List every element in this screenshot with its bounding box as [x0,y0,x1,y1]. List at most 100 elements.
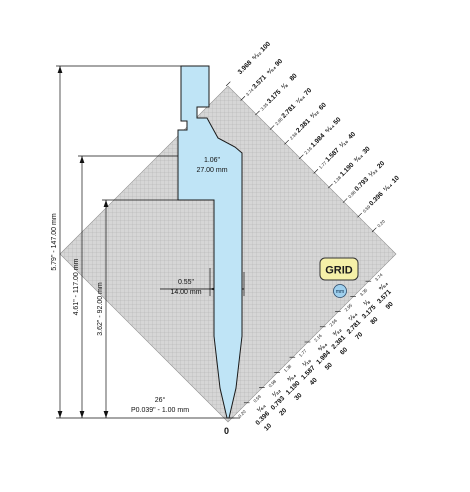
scale-lower-label: 0.59 [252,394,262,404]
tip-radius: P0.039" - 1.00 mm [131,407,189,414]
grid-badge: GRID [319,257,359,281]
scale-lower-label: 70 [354,331,364,341]
scale-upper-label: ¹⁄₃₂ [368,167,380,179]
height-total: 5.79" - 147.00 mm [51,213,58,271]
scale-lower-label: ¹⁄₃₂ [271,387,283,399]
scale-tick [284,139,289,145]
scale-lower-label: 50 [324,361,334,371]
scale-upper-label: 2.56 [289,131,299,141]
scale-upper-label: 1.984 [310,132,327,149]
scale-lower-label: 3.35 [359,287,369,297]
scale-upper-label: 2.381 [295,118,312,135]
scale-lower-label: 0.98 [268,378,278,388]
scale-upper-label: 1.38 [333,175,343,185]
scale-tick [365,280,372,282]
scale-tick [255,110,260,116]
scale-tick [225,81,231,87]
scale-tick [371,227,377,233]
scale-upper-label: 3.571 [251,74,268,91]
tip-width-mm: 14.00 mm [170,289,201,296]
scale-tick [319,326,326,328]
tip-width-in: 0.55" [178,279,195,286]
scale-lower-label: 3.74 [374,272,384,282]
height-mid: 4.61" - 117.00 mm [73,258,80,315]
scale-upper-label: 60 [318,101,328,111]
scale-tick [274,372,280,373]
scale-upper-label: 50 [332,116,342,126]
scale-upper-label: ³⁄₆₄ [353,152,365,164]
tip-angle: 26° [155,396,166,404]
scale-upper-label: ¹⁄₁₆ [338,138,349,149]
scale-tick [335,311,341,312]
scale-lower-label: 2.56 [328,318,338,328]
grid-badge-label: GRID [325,265,353,277]
scale-tick [243,402,250,404]
scale-tick [269,125,275,130]
scale-lower-label: 60 [339,346,349,356]
scale-upper-label: 0.396 [368,191,385,208]
scale-tick [298,154,304,160]
zero-marker: 0 [224,426,229,436]
punch-profile [177,65,243,419]
top-width-mm: 27.00 mm [196,167,227,174]
scale-upper-label: 90 [274,58,284,68]
scale-upper-label: 20 [376,160,386,170]
scale-lower-label: 2.16 [313,333,323,343]
scale-tick [328,183,333,189]
scale-lower-label: ¹⁄₆₄ [256,402,268,414]
scale-tick [304,341,311,343]
scale-upper-label: 2.781 [281,103,298,120]
scale-upper-label: 1.190 [339,161,356,178]
scale-upper-label: 30 [362,145,372,155]
scale-lower-label: ³⁄₆₄ [286,372,298,384]
scale-upper-label: 80 [289,72,299,82]
scale-upper-label: 2.95 [274,116,284,126]
scale-lower-label: 20 [278,407,288,417]
scale-upper-label: 3.74 [245,87,255,97]
scale-tick [350,296,356,297]
scale-tick [228,417,235,419]
scale-upper-label: 100 [259,40,272,53]
scale-lower-label: 2.95 [344,302,354,312]
scale-upper-label: 0.59 [362,204,372,214]
scale-tick [357,212,362,218]
scale-upper-label: 70 [303,87,313,97]
scale-upper-label: 0.793 [354,176,371,193]
mm-unit-badge: mm [333,284,347,298]
scale-upper-label: 0.98 [347,189,357,199]
scale-upper-label: 10 [391,174,401,184]
top-width-in: 1.06" [204,157,221,164]
scale-lower-label: 90 [385,301,395,311]
scale-upper-row: 0.20 [371,218,386,233]
mm-unit-label: mm [336,289,344,295]
scale-tick [289,356,296,358]
scale-lower-row: 0.20 [228,409,247,419]
scale-lower-label: 1.77 [298,348,308,358]
scale-upper-label: ³⁄₃₂ [309,109,321,121]
scale-upper-label: 3.175 [266,88,283,105]
scale-upper-label: 40 [347,131,357,141]
scale-upper-label: ⁷⁄₆₄ [295,94,307,106]
scale-lower-label: ³⁄₃₂ [332,327,344,339]
scale-upper-label: 1.587 [324,147,341,164]
scale-upper-label: 3.968 [237,59,254,76]
scale-tick [259,387,265,388]
scale-upper-label: 1.77 [318,160,328,170]
scale-tick [342,198,348,203]
scale-lower-label: ⁷⁄₆₄ [347,311,359,323]
scale-lower-label: 80 [369,316,379,326]
scale-upper-label: 2.16 [303,145,313,155]
scale-lower-label: ⅛ [362,299,371,308]
scale-lower-label: ¹⁄₁₆ [302,357,313,368]
scale-upper-label: ⅛ [280,82,289,91]
scale-upper-label: 0.20 [376,218,386,228]
scale-tick [313,169,319,174]
height-low: 3.62" - 92.00 mm [97,282,104,336]
scale-lower-label: 0.20 [237,409,247,419]
scale-lower-label: 40 [309,377,319,387]
scale-lower-label: 1.38 [283,363,293,373]
scale-lower-label: 30 [293,392,303,402]
